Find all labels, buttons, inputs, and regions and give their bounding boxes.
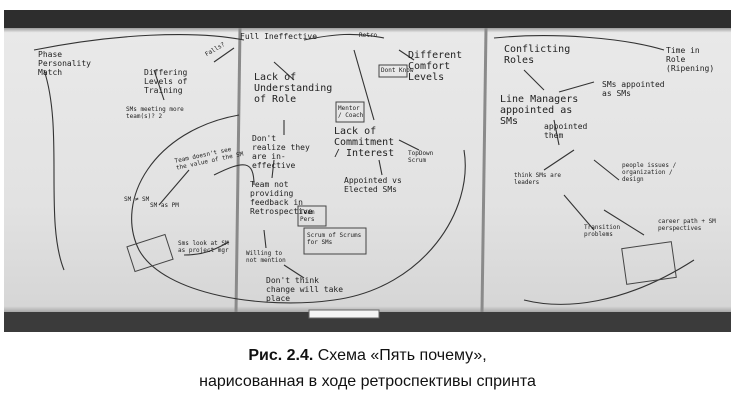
note-people-issues: people issues / organization / design [622,162,677,183]
note-mgmt: Willing to not mention [246,250,286,264]
note-lack-understanding: Lack of Understanding of Role [254,72,333,105]
note-conflicting-roles: Conflicting Roles [504,44,571,66]
note-team-not-providing: Team not providing feedback in Retrospec… [250,180,313,216]
note-dont-realize: Don't realize they are in-effective [252,134,310,170]
note-sms-appointed: SMs appointed as SMs [602,80,665,98]
note-transition: Transition problems [584,224,621,238]
note-appointed-elected: Appointed vs Elected SMs [344,176,402,194]
whiteboard-drawing [4,10,731,332]
note-lack-commitment: Lack of Commitment / Interest [334,126,395,159]
figure-caption-line2: нарисованная в ходе ретроспективы спринт… [199,373,536,390]
note-retro: Retro [359,32,378,39]
note-boxed-scrum: Scrum of Scrums for SMs [307,232,362,246]
note-differing-levels: Differing Levels of Training [144,68,188,95]
note-time-in-role: Time in Role (Ripening) [666,46,715,73]
note-sms-meeting: SMs meeting more team(s)? 2 [126,106,184,120]
caption-line1: Схема «Пять почему», [317,347,487,364]
note-sm-neq-sm: SM ≠ SM [124,196,150,203]
note-boxed-dontknow: Dont Know [381,67,414,74]
figure-caption: Рис. 2.4. Схема «Пять почему», [0,346,735,366]
whiteboard-photo: Full Ineffective Retro Phase Personality… [4,10,731,332]
note-career-path: career path + SM perspectives [658,218,716,232]
note-dont-think: Don't think change will take place [266,276,344,303]
note-boxed-team: Team Pers [300,209,315,223]
note-phase-personality: Phase Personality Match [38,50,91,77]
note-topdown: TopDown Scrum [408,150,434,164]
note-different-comfort: Different Comfort Levels [408,50,463,83]
note-boxed-mentor: Mentor / Coach [338,105,364,119]
note-appointed-them: appointed them [544,122,588,140]
note-sms-look: Sms look at SM as project mgr [178,240,229,254]
caption-label: Рис. 2.4. [248,347,314,364]
note-sm-as-pm: SM as PM [150,202,179,209]
note-think-sms-leaders: think SMs are leaders [514,172,561,186]
note-full-ineffective: Full Ineffective [240,32,318,41]
note-line-managers: Line Managers appointed as SMs [500,94,579,127]
